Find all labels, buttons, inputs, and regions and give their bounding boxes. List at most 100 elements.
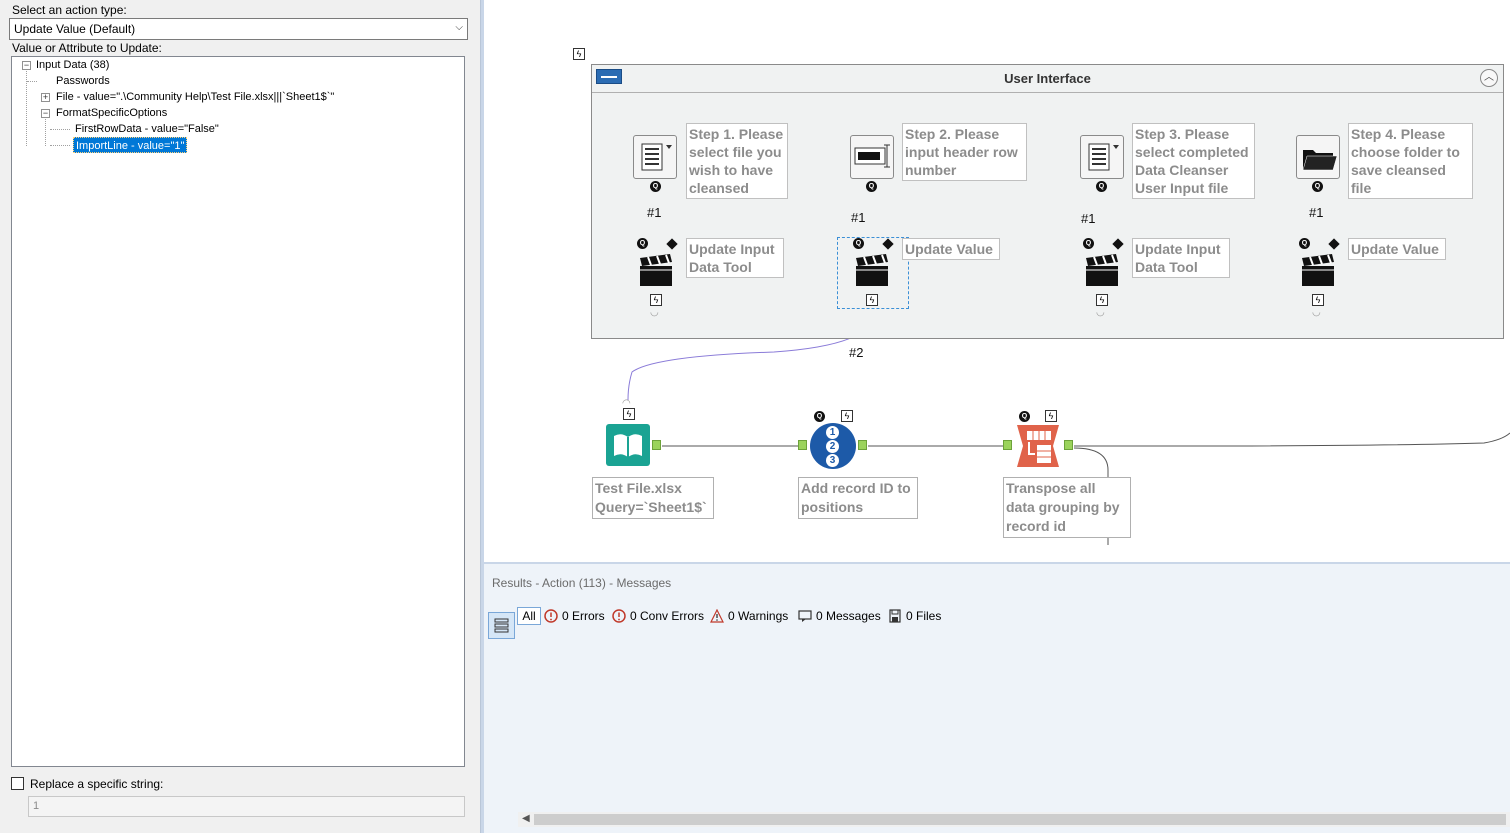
input-tool-label[interactable]: Test File.xlsx Query=`Sheet1$` bbox=[592, 477, 714, 519]
list-view-button[interactable] bbox=[488, 612, 515, 639]
tree-expand-icon[interactable]: + bbox=[41, 92, 50, 102]
scrollbar-thumb[interactable] bbox=[534, 814, 1506, 825]
tree-item-file[interactable]: File - value=".\Community Help\Test File… bbox=[56, 91, 335, 103]
output-anchor[interactable] bbox=[1064, 440, 1073, 450]
tree-item-format-options[interactable]: FormatSpecificOptions bbox=[56, 107, 168, 119]
action-type-label: Select an action type: bbox=[12, 3, 127, 17]
filter-messages-label: 0 Messages bbox=[816, 609, 881, 623]
folder-browse-tool[interactable] bbox=[1296, 135, 1340, 179]
attribute-tree[interactable]: − Input Data (38) Passwords + File - val… bbox=[11, 56, 465, 767]
question-badge-icon: Q bbox=[1096, 181, 1107, 192]
tree-connector bbox=[26, 71, 27, 146]
step-question-1[interactable]: Step 1. Please select file you wish to h… bbox=[686, 123, 788, 199]
selected-tool-outline bbox=[837, 237, 909, 309]
filter-files[interactable]: 0 Files bbox=[888, 607, 941, 625]
step-question-3[interactable]: Step 3. Please select completed Data Cle… bbox=[1132, 123, 1255, 199]
scroll-left-icon[interactable]: ◀ bbox=[522, 813, 530, 824]
tree-connector bbox=[50, 145, 70, 146]
transpose-tool[interactable] bbox=[1015, 423, 1061, 469]
transpose-label[interactable]: Transpose all data grouping by record id bbox=[1003, 477, 1131, 538]
list-icon bbox=[494, 618, 509, 633]
file-icon bbox=[889, 609, 901, 623]
output-wave-icon: ◡ bbox=[650, 307, 659, 318]
question-badge-icon: Q bbox=[637, 238, 648, 249]
tree-collapse-icon[interactable]: − bbox=[22, 60, 31, 70]
workflow-canvas[interactable]: ϟ User Interface ︿ Q Step 1. Please sele… bbox=[484, 0, 1510, 545]
replace-string-checkbox[interactable] bbox=[11, 777, 24, 790]
action-connection-label: #2 bbox=[849, 345, 864, 360]
filter-messages[interactable]: 0 Messages bbox=[798, 607, 881, 625]
step-action-2[interactable]: Update Value bbox=[902, 238, 1000, 260]
file-browse-icon bbox=[1088, 143, 1119, 171]
connection-label: #1 bbox=[1309, 205, 1324, 220]
input-data-tool[interactable] bbox=[606, 424, 650, 466]
action-type-dropdown[interactable]: Update Value (Default) ⌵ bbox=[9, 18, 468, 40]
results-horizontal-scrollbar[interactable]: ◀ bbox=[518, 812, 1510, 827]
filter-conv-errors[interactable]: 0 Conv Errors bbox=[612, 607, 704, 625]
warning-icon bbox=[710, 609, 724, 623]
numeric-updown-tool[interactable] bbox=[850, 135, 894, 179]
record-id-bolt-icon: ϟ bbox=[841, 410, 853, 422]
output-anchor[interactable] bbox=[858, 440, 867, 450]
input-anchor[interactable] bbox=[798, 440, 807, 450]
action-type-value: Update Value (Default) bbox=[14, 22, 136, 36]
numeric-input-icon bbox=[854, 144, 890, 168]
input-anchor[interactable] bbox=[1003, 440, 1012, 450]
tree-collapse-icon[interactable]: − bbox=[41, 108, 50, 118]
panel-splitter[interactable] bbox=[480, 0, 484, 833]
configuration-panel: Select an action type: Update Value (Def… bbox=[0, 0, 480, 833]
filter-warnings[interactable]: 0 Warnings bbox=[710, 607, 788, 625]
tree-item-first-row-data[interactable]: FirstRowData - value="False" bbox=[75, 123, 219, 135]
connection-label: #1 bbox=[851, 210, 866, 225]
replace-string-label: Replace a specific string: bbox=[30, 777, 164, 791]
question-badge-icon: Q bbox=[853, 238, 864, 249]
step-action-3[interactable]: Update Input Data Tool bbox=[1132, 238, 1230, 278]
message-icon bbox=[798, 610, 812, 622]
filter-errors[interactable]: 0 Errors bbox=[544, 607, 605, 625]
container-header: User Interface ︿ bbox=[592, 65, 1503, 93]
tree-connector bbox=[27, 81, 37, 82]
filter-warnings-label: 0 Warnings bbox=[728, 609, 789, 623]
record-id-tool[interactable]: 1 2 3 bbox=[810, 423, 856, 469]
action-clapperboard-icon[interactable] bbox=[638, 254, 674, 286]
filter-all-button[interactable]: All bbox=[517, 607, 541, 625]
action-clapperboard-icon[interactable] bbox=[1300, 254, 1336, 286]
step-question-4[interactable]: Step 4. Please choose folder to save cle… bbox=[1348, 123, 1473, 199]
file-browse-tool[interactable] bbox=[633, 135, 677, 179]
question-badge-icon: Q bbox=[650, 181, 661, 192]
filter-conv-errors-label: 0 Conv Errors bbox=[630, 609, 705, 623]
container-toggle-icon[interactable] bbox=[596, 69, 622, 84]
results-panel: Results - Action (113) - Messages All 0 … bbox=[484, 562, 1510, 833]
question-badge-icon: Q bbox=[1083, 238, 1094, 249]
action-bolt-icon: ϟ bbox=[1096, 294, 1108, 306]
connection-label: #1 bbox=[1081, 211, 1096, 226]
action-bolt-icon: ϟ bbox=[650, 294, 662, 306]
action-clapperboard-icon[interactable] bbox=[854, 254, 890, 286]
container-title: User Interface bbox=[1004, 71, 1091, 86]
action-clapperboard-icon[interactable] bbox=[1084, 254, 1120, 286]
record-id-label[interactable]: Add record ID to positions bbox=[798, 477, 918, 519]
replace-string-input[interactable]: 1 bbox=[28, 796, 465, 817]
step-action-4[interactable]: Update Value bbox=[1348, 238, 1446, 260]
user-interface-container[interactable]: User Interface ︿ bbox=[591, 64, 1504, 339]
container-action-icon[interactable]: ϟ bbox=[573, 48, 585, 60]
file-browse-tool[interactable] bbox=[1080, 135, 1124, 179]
tree-item-passwords[interactable]: Passwords bbox=[56, 75, 110, 87]
step-action-1[interactable]: Update Input Data Tool bbox=[686, 238, 784, 278]
output-anchor[interactable] bbox=[652, 440, 661, 450]
tree-item-input-data[interactable]: Input Data (38) bbox=[36, 59, 110, 71]
collapse-container-button[interactable]: ︿ bbox=[1480, 69, 1498, 87]
tree-connector bbox=[50, 129, 70, 130]
book-icon bbox=[614, 434, 642, 457]
file-browse-icon bbox=[641, 143, 672, 171]
filter-errors-label: 0 Errors bbox=[562, 609, 605, 623]
question-badge-icon: Q bbox=[1019, 411, 1030, 422]
question-badge-icon: Q bbox=[1312, 181, 1323, 192]
record-id-digit: 2 bbox=[826, 440, 839, 453]
attribute-label: Value or Attribute to Update: bbox=[12, 41, 162, 55]
tree-item-import-line[interactable]: ImportLine - value="1" bbox=[73, 137, 188, 153]
chevron-down-icon: ⌵ bbox=[455, 22, 463, 33]
transpose-icon bbox=[1017, 425, 1059, 467]
transpose-bolt-icon: ϟ bbox=[1045, 410, 1057, 422]
step-question-2[interactable]: Step 2. Please input header row number bbox=[902, 123, 1027, 181]
